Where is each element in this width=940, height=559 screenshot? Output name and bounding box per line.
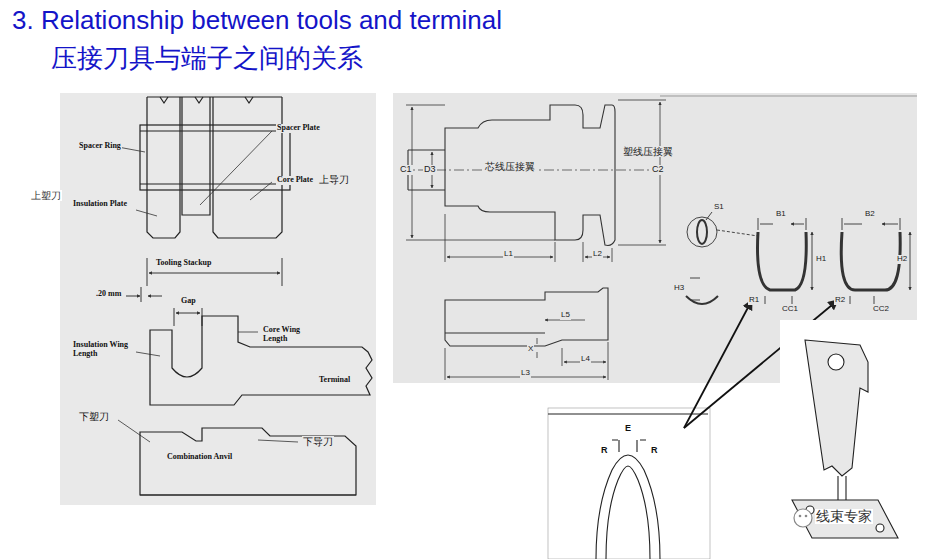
part-label: Insulation Plate — [72, 200, 128, 209]
upper-tooling — [140, 97, 290, 238]
part-label: CC1 — [781, 305, 799, 314]
image-frame — [548, 408, 710, 559]
part-label: Core Plate — [276, 176, 314, 185]
terminal-top-view — [400, 105, 662, 245]
subtitle: 压接刀具与端子之间的关系 — [50, 44, 364, 73]
part-label: E — [624, 424, 632, 434]
combination-anvil — [140, 428, 356, 495]
part-label: 塑线压接翼 — [622, 146, 674, 157]
part-label: H3 — [673, 284, 685, 293]
part-label: L3 — [520, 369, 531, 378]
part-label: C2 — [651, 165, 665, 175]
part-label: L4 — [580, 355, 591, 364]
part-label: Core Wing Length — [262, 326, 322, 344]
part-label: C1 — [399, 165, 413, 175]
part-label: 芯线压接翼 — [484, 161, 536, 172]
part-label: 下塑刀 — [78, 411, 110, 422]
terminal-side-view — [445, 288, 608, 346]
part-label: S1 — [713, 203, 725, 212]
part-label: 下导刀 — [302, 436, 334, 447]
part-label: L1 — [503, 250, 514, 259]
slide-title: 3. Relationship between tools and termin… — [12, 6, 502, 35]
watermark: 线束专家 — [815, 509, 873, 524]
part-label: 上导刀 — [318, 174, 350, 185]
dimension-lines — [406, 100, 666, 262]
part-label: Tooling Stackup — [155, 259, 213, 268]
part-label: Insulation Wing Length — [72, 341, 136, 359]
part-label: H2 — [896, 255, 908, 264]
part-label: D3 — [423, 165, 437, 175]
part-label: X — [527, 345, 534, 354]
part-label: R — [600, 446, 609, 456]
part-label: Gap — [180, 297, 197, 306]
watermark-icon — [794, 509, 812, 527]
part-label: Spacer Ring — [78, 142, 122, 151]
part-label: R2 — [834, 296, 846, 305]
part-label: L2 — [592, 250, 603, 259]
tool-plate — [792, 340, 898, 538]
panel — [60, 93, 376, 505]
part-label: H1 — [815, 255, 827, 264]
part-label: Spacer Plate — [276, 124, 321, 133]
part-label: R — [650, 446, 659, 456]
rule — [660, 96, 917, 97]
part-label: B2 — [864, 210, 876, 219]
crimp-die — [548, 414, 708, 559]
terminal-shape — [150, 316, 372, 405]
part-label: B1 — [775, 210, 787, 219]
cross-sections — [686, 212, 910, 304]
part-label: Terminal — [318, 376, 351, 385]
part-label: R1 — [748, 296, 760, 305]
part-label: Combination Anvil — [166, 453, 233, 462]
part-label: L5 — [560, 311, 571, 320]
part-label: 上塑刀 — [30, 190, 62, 201]
part-label: CC2 — [872, 305, 890, 314]
dimension-lines — [445, 320, 608, 380]
image-frame — [780, 320, 917, 559]
part-label: .20 mm — [95, 290, 122, 299]
